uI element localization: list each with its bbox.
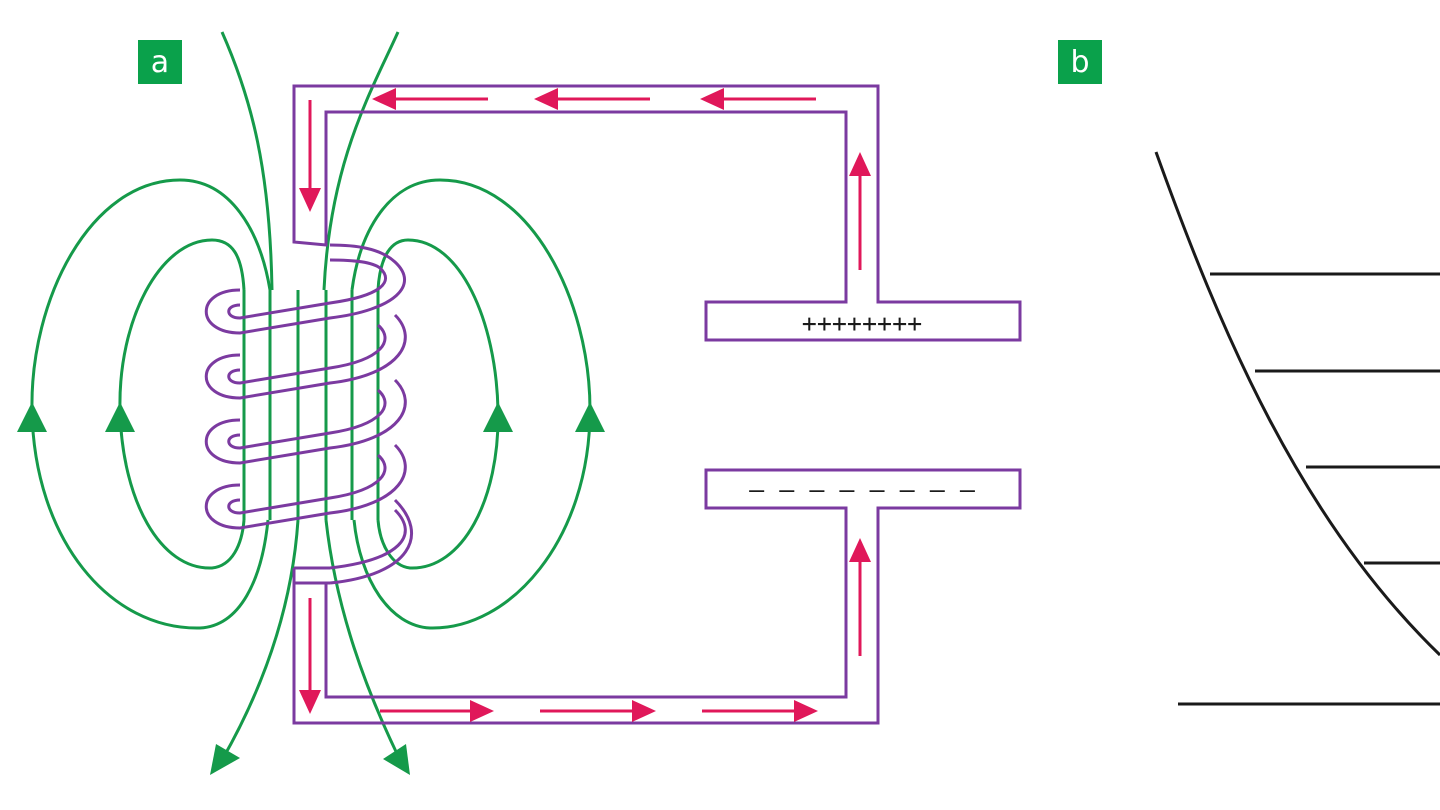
field-line-inner-left xyxy=(118,238,246,570)
field-line-outer-left xyxy=(30,178,272,630)
wire-bottom xyxy=(292,468,1022,725)
coil-turn xyxy=(294,498,413,585)
arrow-icon xyxy=(540,700,656,722)
field-line-outer-right xyxy=(350,178,592,630)
arrow-icon xyxy=(534,88,650,110)
panel-label-b: b xyxy=(1058,40,1102,84)
triangle-arrow-icon xyxy=(210,744,240,775)
field-line-inner-right xyxy=(376,238,500,570)
arrow-icon xyxy=(849,538,871,656)
panel-label-a-text: a xyxy=(150,44,170,80)
arrow-icon xyxy=(299,598,321,714)
capacitor-negative-charge: – – – – – – – – xyxy=(749,475,976,504)
arrow-icon xyxy=(849,152,871,270)
arrow-icon xyxy=(372,88,488,110)
triangle-arrow-icon xyxy=(483,402,513,432)
arrow-icon xyxy=(700,88,816,110)
wire-top xyxy=(292,84,1022,342)
field-line-top-right xyxy=(322,31,400,291)
coil-turn xyxy=(204,313,407,400)
triangle-arrow-icon xyxy=(17,402,47,432)
energy-levels-graph xyxy=(1154,151,1440,706)
coil-turn xyxy=(204,443,407,530)
panel-label-b-text: b xyxy=(1070,44,1090,80)
inductor-coil xyxy=(204,243,413,585)
triangle-arrow-icon xyxy=(383,744,410,775)
circuit-wire xyxy=(292,84,1022,725)
field-arrowheads xyxy=(17,402,605,775)
field-line-top-left xyxy=(220,31,274,291)
coil-turn xyxy=(204,243,407,335)
arrow-icon xyxy=(299,100,321,212)
coil-turn xyxy=(204,378,407,465)
field-line-bottom-right xyxy=(324,519,402,761)
field-line-bottom-left xyxy=(220,519,300,761)
potential-curve xyxy=(1154,151,1440,657)
panel-label-a: a xyxy=(138,40,182,84)
current-arrows xyxy=(299,88,871,722)
arrow-icon xyxy=(702,700,818,722)
triangle-arrow-icon xyxy=(105,402,135,432)
triangle-arrow-icon xyxy=(575,402,605,432)
capacitor-positive-charge: ++++++++ xyxy=(802,309,922,338)
arrow-icon xyxy=(380,700,494,722)
